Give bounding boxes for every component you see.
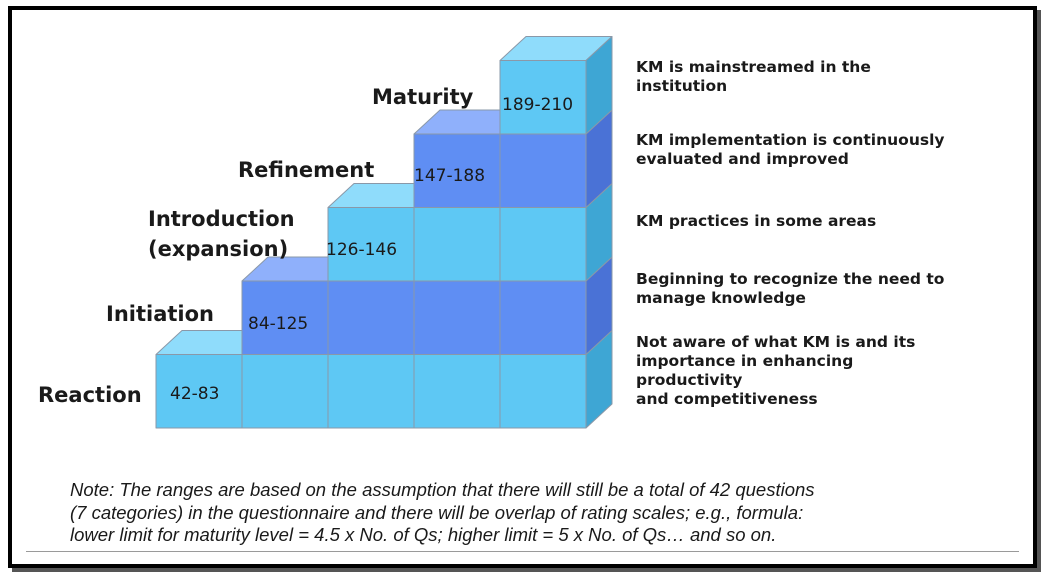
footnote-line-1: Note: The ranges are based on the assump… bbox=[70, 479, 815, 500]
cube-c4-r1-front bbox=[499, 280, 587, 355]
cube-c3-r0-front bbox=[413, 354, 501, 429]
range-label-refinement: 147-188 bbox=[414, 166, 486, 186]
range-label-introduction: 126-146 bbox=[326, 240, 398, 260]
range-label-initiation: 84-125 bbox=[248, 314, 309, 334]
cube-c2-r1-front bbox=[327, 280, 415, 355]
description-initiation: Beginning to recognize the need to manag… bbox=[636, 270, 945, 307]
cube-c4-r4-front bbox=[499, 60, 587, 135]
range-label-reaction: 42-83 bbox=[170, 384, 220, 404]
description-reaction: Not aware of what KM is and its importan… bbox=[636, 333, 916, 408]
cube-c3-r2-front bbox=[413, 207, 501, 282]
cube-c3-r1-front bbox=[413, 280, 501, 355]
cube-c4-r0-front bbox=[499, 354, 587, 429]
stage-label-reaction: Reaction bbox=[38, 383, 142, 407]
cube-c4-r3-front bbox=[499, 133, 587, 208]
description-maturity: KM is mainstreamed in the institution bbox=[636, 58, 871, 95]
description-refinement: KM implementation is continuously evalua… bbox=[636, 131, 945, 168]
cube-c2-r0-front bbox=[327, 354, 415, 429]
footnote: Note: The ranges are based on the assump… bbox=[70, 479, 1000, 547]
footnote-line-3: lower limit for maturity level = 4.5 x N… bbox=[70, 524, 777, 545]
description-introduction: KM practices in some areas bbox=[636, 212, 877, 230]
cube-c4-r2-front bbox=[499, 207, 587, 282]
stage-label-introduction: Introduction (expansion) bbox=[148, 207, 295, 261]
stage-label-maturity: Maturity bbox=[372, 85, 474, 109]
footnote-line-2: (7 categories) in the questionnaire and … bbox=[70, 501, 804, 523]
stage-label-refinement: Refinement bbox=[238, 158, 375, 182]
stage-label-initiation: Initiation bbox=[106, 302, 214, 326]
cube-c1-r0-front bbox=[241, 354, 329, 429]
range-label-maturity: 189-210 bbox=[502, 95, 574, 115]
bottom-rule bbox=[26, 551, 1019, 552]
